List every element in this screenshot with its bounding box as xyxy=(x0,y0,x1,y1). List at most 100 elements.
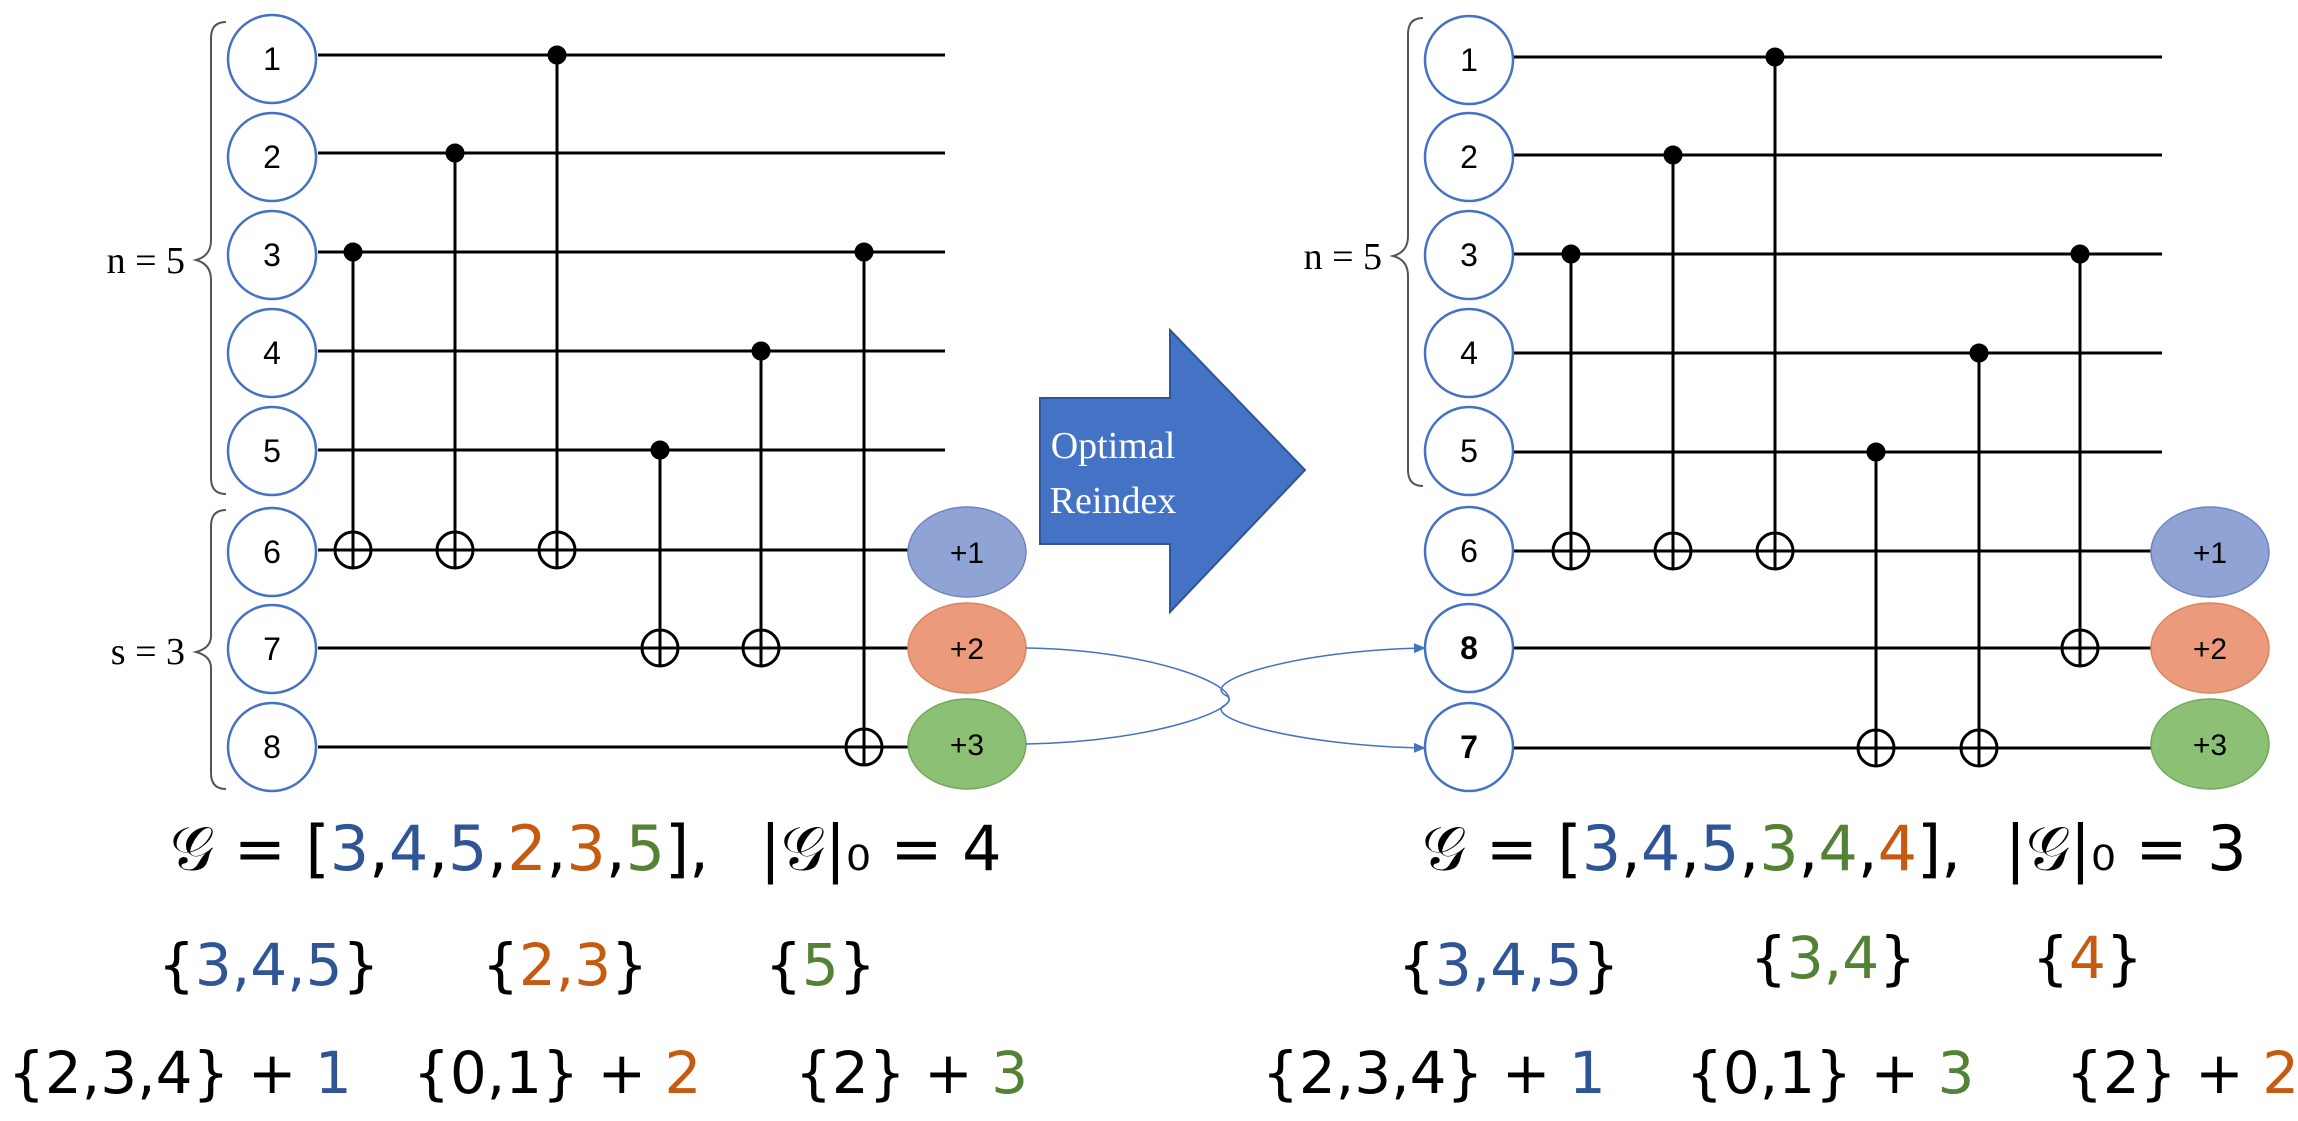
left-n-brace xyxy=(192,21,227,495)
left-circuit: 1 2 3 4 5 6 7 8 +1 +2 +3 n = 5 s = 3 xyxy=(107,13,1027,793)
left-g-value: , xyxy=(488,812,508,885)
left-qubit-node: 4 xyxy=(226,307,318,399)
left-g-value: 5 xyxy=(626,812,665,885)
right-formulas: 𝒢 = [3,4,5,3,4,4], |𝒢|₀ = 3 {3,4,5} {3,4… xyxy=(1262,812,2298,1107)
left-qubit-node: 3 xyxy=(226,209,318,301)
right-qubit-node: 4 xyxy=(1423,307,1515,399)
right-g-value: , xyxy=(1858,812,1878,885)
left-control-dot xyxy=(547,45,567,65)
right-n-label: n = 5 xyxy=(1304,236,1382,278)
right-g-norm: |𝒢|₀ = 3 xyxy=(2005,812,2247,886)
right-n-brace xyxy=(1389,17,1424,487)
left-plus3-label: +3 xyxy=(950,729,984,762)
right-control-dot xyxy=(1969,343,1989,363)
left-g-values: 3,4,5,2,3,5 xyxy=(330,812,665,885)
left-control-dot xyxy=(343,242,363,262)
right-qubit-node: 5 xyxy=(1423,405,1515,497)
right-plus2-ellipse xyxy=(2150,602,2270,694)
left-set-1: {3,4,5} xyxy=(158,931,379,999)
right-control-dot xyxy=(1663,145,1683,165)
right-g-values: 3,4,5,3,4,4 xyxy=(1582,812,1917,885)
right-control-dot xyxy=(1561,244,1581,264)
right-g-prefix: 𝒢 = [ xyxy=(1422,812,1582,885)
left-plus1-label: +1 xyxy=(950,537,984,570)
right-qubit-node: 1 xyxy=(1423,14,1515,106)
left-g-value: 5 xyxy=(448,812,487,885)
right-qubit-label: 1 xyxy=(1460,42,1478,78)
right-qubit-label: 2 xyxy=(1460,139,1478,175)
left-qubit-node: 8 xyxy=(226,701,318,793)
left-qubit-nodes: 1 2 3 4 5 6 7 8 xyxy=(226,13,318,793)
arrow-label-line2: Reindex xyxy=(1050,480,1177,522)
left-g-value: , xyxy=(547,812,567,885)
left-g-norm: |𝒢|₀ = 4 xyxy=(760,812,1002,886)
right-control-dot xyxy=(2070,244,2090,264)
right-plus3-label: +3 xyxy=(2193,729,2227,762)
right-g-value: 4 xyxy=(1818,812,1857,885)
left-sum-2: {0,1} + 2 xyxy=(413,1039,701,1107)
right-qubit-label: 7 xyxy=(1460,729,1478,765)
left-qubit-node: 2 xyxy=(226,111,318,203)
right-plus1-label: +1 xyxy=(2193,537,2227,570)
right-g-value: 5 xyxy=(1700,812,1739,885)
left-qubit-label: 3 xyxy=(263,237,281,273)
right-g-value: 3 xyxy=(1582,812,1621,885)
right-increments: +1 +2 +3 xyxy=(2150,506,2270,790)
right-control-dot xyxy=(1866,442,1886,462)
right-qubit-node: 8 xyxy=(1423,602,1515,694)
optimal-reindex-arrow: Optimal Reindex xyxy=(1039,327,1307,615)
right-g-value: 4 xyxy=(1641,812,1680,885)
right-qubit-label: 4 xyxy=(1460,335,1478,371)
right-set-3: {4} xyxy=(2032,924,2143,992)
left-n-label: n = 5 xyxy=(107,240,185,282)
left-g-value: 2 xyxy=(507,812,546,885)
left-qubit-label: 7 xyxy=(263,631,281,667)
right-g-value: , xyxy=(1740,812,1760,885)
right-qubit-node: 2 xyxy=(1423,111,1515,203)
right-sum-3: {2} + 2 xyxy=(2066,1039,2298,1107)
left-g-value: , xyxy=(428,812,448,885)
left-s-label: s = 3 xyxy=(111,631,185,673)
right-g-value: 4 xyxy=(1878,812,1917,885)
left-g-suffix: ], xyxy=(665,812,709,885)
left-qubit-node: 6 xyxy=(226,506,318,598)
left-g-prefix: 𝒢 = [ xyxy=(170,812,330,885)
right-plus2-label: +2 xyxy=(2193,633,2227,666)
left-plus2-label: +2 xyxy=(950,633,984,666)
left-qubit-label: 2 xyxy=(263,139,281,175)
left-plus1-ellipse xyxy=(907,506,1027,598)
right-qubit-label: 8 xyxy=(1460,630,1478,666)
left-formulas: 𝒢 = [3,4,5,2,3,5], |𝒢|₀ = 4 {3,4,5} {2,3… xyxy=(8,812,1028,1107)
right-g-suffix: ], xyxy=(1917,812,1961,885)
right-qubit-node: 7 xyxy=(1423,701,1515,793)
left-control-dot xyxy=(650,440,670,460)
right-qubit-label: 6 xyxy=(1460,533,1478,569)
arrow-label-line1: Optimal xyxy=(1051,425,1176,467)
arrow-shape xyxy=(1039,327,1307,615)
left-set-3: {5} xyxy=(765,931,876,999)
right-set-1: {3,4,5} xyxy=(1398,931,1619,999)
left-wires xyxy=(318,53,945,749)
left-g-equation: 𝒢 = [3,4,5,2,3,5], xyxy=(170,812,709,885)
right-g-value: , xyxy=(1799,812,1819,885)
swap-mapping-curves xyxy=(1025,643,1426,753)
right-g-value: 3 xyxy=(1759,812,1798,885)
left-braces xyxy=(192,21,227,790)
left-qubit-node: 7 xyxy=(226,603,318,695)
left-control-dot xyxy=(445,143,465,163)
left-sum-3: {2} + 3 xyxy=(795,1039,1028,1107)
left-qubit-label: 8 xyxy=(263,729,281,765)
left-g-value: 3 xyxy=(330,812,369,885)
left-qubit-node: 5 xyxy=(226,405,318,497)
right-wires xyxy=(1514,55,2162,750)
right-qubit-label: 5 xyxy=(1460,433,1478,469)
left-qubit-label: 1 xyxy=(263,41,281,77)
right-qubit-node: 6 xyxy=(1423,505,1515,597)
left-increments: +1 +2 +3 xyxy=(907,506,1027,790)
right-plus3-ellipse xyxy=(2150,698,2270,790)
right-plus1-ellipse xyxy=(2150,506,2270,598)
swap-curve-8-to-8 xyxy=(1025,643,1426,745)
right-sum-2: {0,1} + 3 xyxy=(1686,1039,1974,1107)
